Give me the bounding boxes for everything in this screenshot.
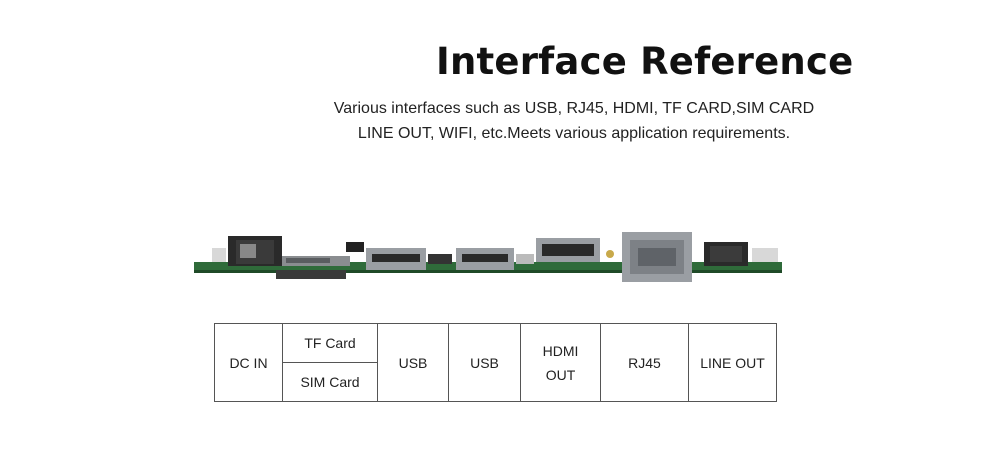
dc-in-connector bbox=[228, 236, 282, 266]
page-subtitle: Various interfaces such as USB, RJ45, HD… bbox=[320, 96, 828, 146]
cell-hdmi-line1: HDMI bbox=[542, 342, 579, 359]
usb-connector-1 bbox=[366, 248, 426, 270]
page-title: Interface Reference bbox=[436, 40, 854, 83]
hdmi-connector bbox=[536, 238, 600, 262]
cell-tf-card-label: TF Card bbox=[304, 335, 356, 351]
cell-rj45-label: RJ45 bbox=[628, 354, 661, 371]
cell-usb-2-label: USB bbox=[470, 354, 499, 371]
interface-table: DC IN TF Card USB USB HDMI OUT RJ45 LINE… bbox=[214, 323, 777, 402]
board-photo bbox=[190, 222, 790, 286]
cell-sim-card: SIM Card bbox=[282, 362, 378, 402]
cell-usb-1-label: USB bbox=[398, 354, 428, 371]
cell-hdmi-out: HDMI OUT bbox=[520, 323, 601, 402]
cell-dc-in: DC IN bbox=[214, 323, 283, 402]
rj45-connector bbox=[622, 232, 692, 282]
subtitle-line-2: LINE OUT, WIFI, etc.Meets various applic… bbox=[357, 125, 791, 142]
cell-usb-2: USB bbox=[448, 323, 521, 402]
cell-usb-1: USB bbox=[377, 323, 449, 402]
subtitle-line-1: Various interfaces such as USB, RJ45, HD… bbox=[333, 100, 815, 117]
cell-sim-card-label: SIM Card bbox=[300, 374, 360, 390]
cell-hdmi-line2: OUT bbox=[545, 366, 576, 383]
line-out-connector bbox=[704, 242, 748, 266]
cell-line-out: LINE OUT bbox=[688, 323, 777, 402]
cell-dc-in-label: DC IN bbox=[229, 354, 268, 371]
cell-rj45: RJ45 bbox=[600, 323, 689, 402]
usb-connector-2 bbox=[456, 248, 514, 270]
tf-sim-slot bbox=[276, 242, 364, 279]
cell-tf-card: TF Card bbox=[282, 323, 378, 363]
cell-line-out-label: LINE OUT bbox=[700, 354, 765, 371]
